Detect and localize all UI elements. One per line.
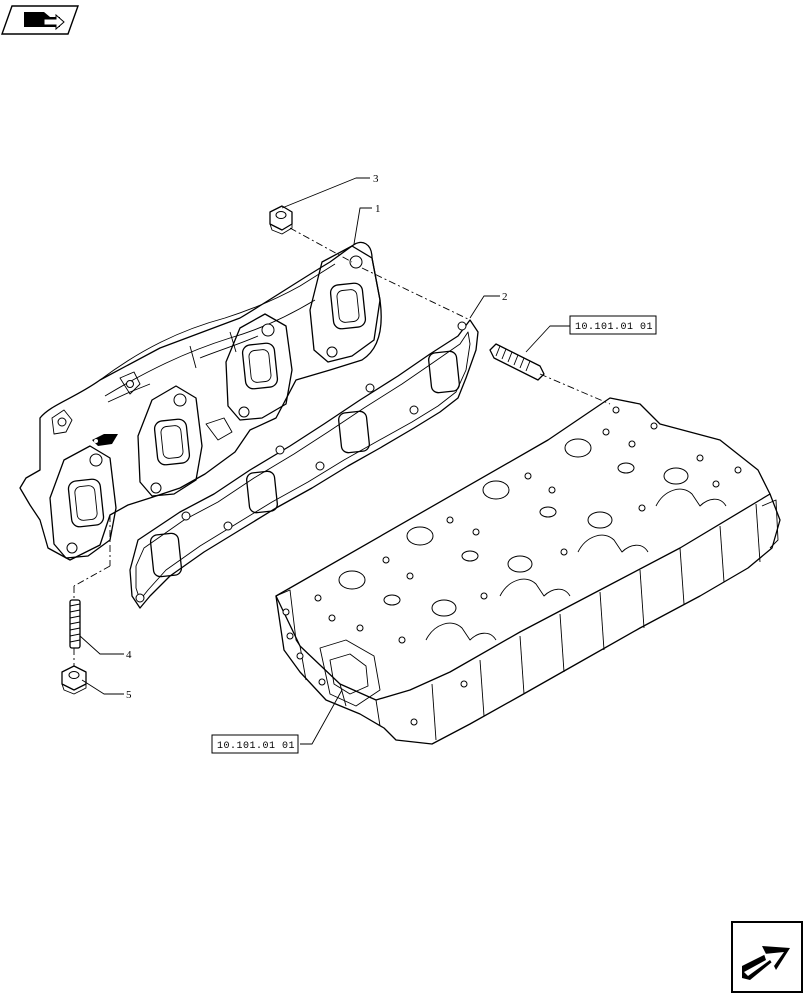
- reference-link-head[interactable]: 10.101.01 01: [211, 734, 299, 754]
- cylinder-head: [275, 397, 781, 745]
- callout-1: 1: [375, 203, 381, 215]
- exhaust-manifold: [19, 241, 382, 561]
- assembly-lines: [73, 227, 611, 666]
- next-page-arrow-icon[interactable]: [731, 921, 803, 993]
- callout-5: 5: [126, 689, 132, 701]
- callout-4: 4: [126, 649, 132, 661]
- stud-part-4: [69, 599, 81, 649]
- previous-page-icon[interactable]: [1, 5, 79, 35]
- reference-label: 10.101.01 01: [217, 741, 295, 752]
- nut-part-3: [269, 205, 293, 235]
- callout-2: 2: [502, 291, 508, 303]
- head-stud: [489, 343, 545, 381]
- reference-link-stud[interactable]: 10.101.01 01: [569, 315, 657, 335]
- manufacturer-logo: [92, 434, 118, 446]
- reference-label: 10.101.01 01: [575, 322, 653, 333]
- callout-3: 3: [373, 173, 379, 185]
- manifold-gasket: [129, 319, 479, 609]
- leader-lines: [79, 177, 570, 745]
